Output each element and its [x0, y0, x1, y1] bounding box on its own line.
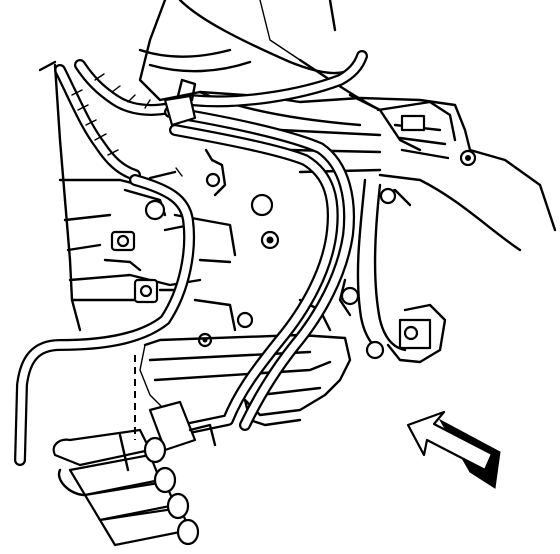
engine-block — [58, 178, 237, 332]
wiring-harness — [38, 59, 176, 202]
line-bracket — [148, 78, 217, 452]
transmission-case — [138, 0, 557, 232]
direction-arrow-icon — [406, 410, 501, 489]
bell-housing — [338, 173, 522, 364]
mounting-bolts — [133, 148, 280, 348]
quick-connect-fittings — [52, 428, 200, 547]
cooler-lines — [14, 50, 368, 466]
